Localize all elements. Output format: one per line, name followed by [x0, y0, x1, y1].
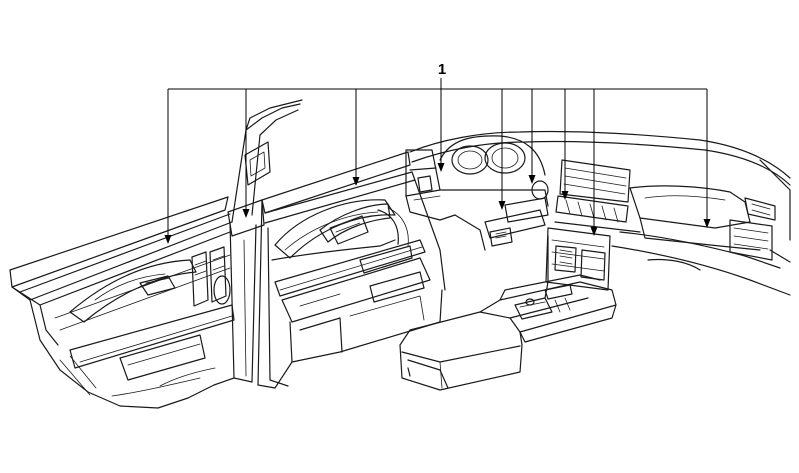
callout-number: 1: [438, 61, 446, 78]
arrowhead-icon: [590, 227, 598, 236]
rear-door-panel: [9, 196, 235, 409]
arrowhead-icon: [561, 191, 569, 200]
arrowhead-icon: [242, 209, 250, 218]
front-door-panel: [257, 151, 446, 389]
arrowhead-icon: [352, 177, 360, 186]
callout-leaders: [164, 78, 711, 244]
arrowhead-icon: [437, 163, 445, 172]
arrowhead-icon: [528, 175, 536, 184]
dashboard: [405, 130, 791, 296]
center-console: [399, 235, 617, 391]
arrowhead-icon: [498, 201, 506, 210]
arrowhead-icon: [703, 219, 711, 228]
arrowhead-icon: [164, 235, 172, 244]
b-pillar: [227, 99, 303, 383]
